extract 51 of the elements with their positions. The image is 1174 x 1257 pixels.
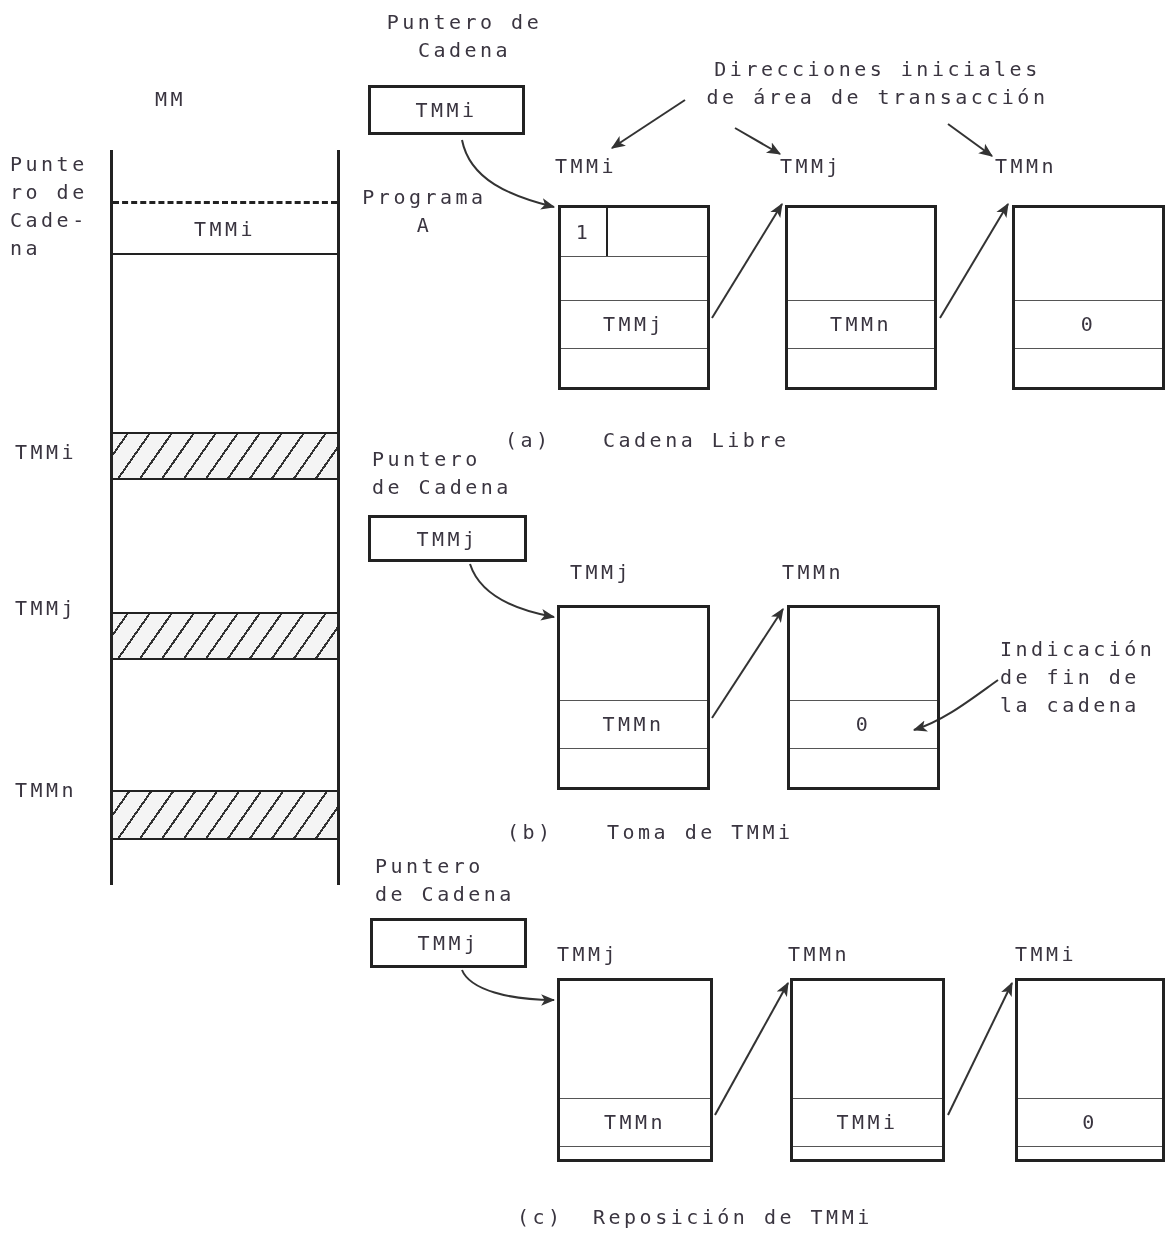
memory-cell: TMMn	[788, 300, 934, 348]
caption-text: (c)	[517, 1204, 565, 1231]
block-address: TMMn	[995, 153, 1059, 180]
block-address: TMMj	[570, 559, 634, 586]
memory-cell: TMMn	[560, 700, 707, 748]
pointer-box: TMMj	[370, 918, 527, 968]
block-address: TMMn	[788, 941, 852, 968]
caption-text: Cadena Libre	[603, 427, 791, 454]
memory-cell: 1	[561, 208, 608, 256]
memory-cell: 0	[790, 700, 937, 748]
annotation-text: Indicación de fin de la cadena	[1000, 635, 1172, 719]
block-address: TMMi	[1015, 941, 1079, 968]
hatched-bar	[113, 612, 337, 660]
arrow	[734, 127, 781, 155]
side-label: TMMi	[15, 439, 79, 466]
block-address: TMMi	[555, 153, 619, 180]
side-label: Programa A	[361, 184, 488, 239]
side-label: TMMn	[15, 777, 79, 804]
register-label: Puntero de Cadena	[375, 853, 516, 908]
arrow	[611, 99, 686, 149]
block-address: TMMj	[557, 941, 621, 968]
arrow	[912, 679, 999, 732]
arrow	[711, 608, 784, 719]
side-label: TMMj	[15, 595, 79, 622]
memory-cell: 0	[1015, 300, 1162, 348]
memory-cell: TMMn	[560, 1098, 710, 1146]
arrow	[947, 123, 993, 157]
caption-text: Toma de TMMi	[607, 819, 795, 846]
caption-text: (b)	[507, 819, 555, 846]
arrow	[714, 982, 789, 1116]
annotation-text: Direcciones iniciales de área de transacción	[700, 55, 1055, 111]
arrow	[939, 203, 1009, 319]
hatched-bar	[113, 432, 337, 480]
block-address: TMMj	[780, 153, 844, 180]
side-label: Punte ro de Cade- na	[10, 151, 89, 262]
memory-cell: TMMi	[793, 1098, 942, 1146]
memory-cell: TMMj	[561, 300, 707, 348]
hatched-bar	[113, 790, 337, 840]
arrow	[461, 139, 556, 210]
arrow	[469, 563, 556, 621]
memory-cell: TMMi	[113, 201, 337, 255]
register-label: Puntero de Cadena	[385, 9, 544, 64]
arrow	[461, 969, 556, 1006]
arrow	[711, 203, 783, 319]
caption-text: Reposición de TMMi	[593, 1204, 874, 1231]
block-address: TMMn	[782, 559, 846, 586]
pointer-box: TMMj	[368, 515, 527, 562]
memory-label: MM	[155, 86, 188, 113]
arrow	[947, 981, 1013, 1116]
pointer-box: TMMi	[368, 85, 525, 135]
memory-cell: 0	[1018, 1098, 1162, 1146]
